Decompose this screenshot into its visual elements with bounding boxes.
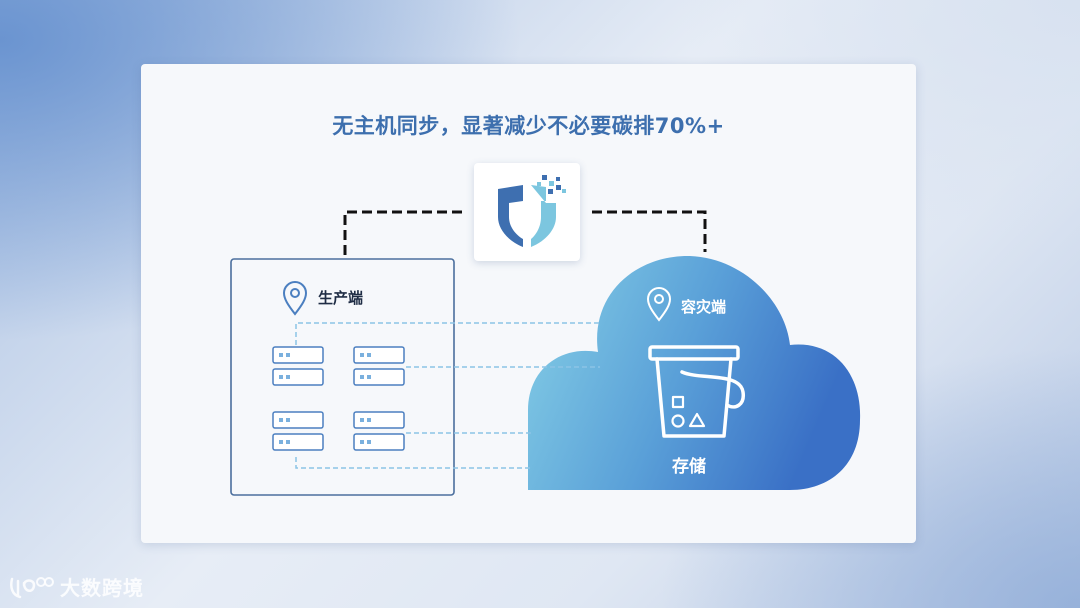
server-stack-1 bbox=[272, 346, 324, 386]
location-pin-icon bbox=[282, 280, 308, 316]
hub-connector-right bbox=[592, 210, 707, 252]
location-pin-icon bbox=[646, 286, 672, 322]
server-stack-2 bbox=[353, 346, 405, 386]
server-stack-3 bbox=[272, 411, 324, 451]
sync-hub-logo-box bbox=[474, 163, 580, 261]
brand-mark-icon bbox=[10, 577, 54, 599]
disaster-recovery-cloud bbox=[528, 255, 861, 490]
production-label: 生产端 bbox=[318, 289, 364, 307]
watermark-logo: 大数跨境 bbox=[8, 571, 144, 601]
page-title: 无主机同步，显著减少不必要碳排70%+ bbox=[332, 114, 725, 138]
watermark-brand-text: 大数跨境 bbox=[60, 575, 144, 600]
sync-links bbox=[295, 322, 602, 469]
disaster-recovery-label: 容灾端 bbox=[681, 298, 727, 316]
server-stack-4 bbox=[353, 411, 405, 451]
shield-logo-icon bbox=[498, 175, 566, 247]
storage-label: 存储 bbox=[672, 457, 706, 477]
bucket-icon bbox=[648, 345, 745, 438]
production-box bbox=[230, 258, 455, 496]
hub-connector-left bbox=[343, 210, 462, 258]
